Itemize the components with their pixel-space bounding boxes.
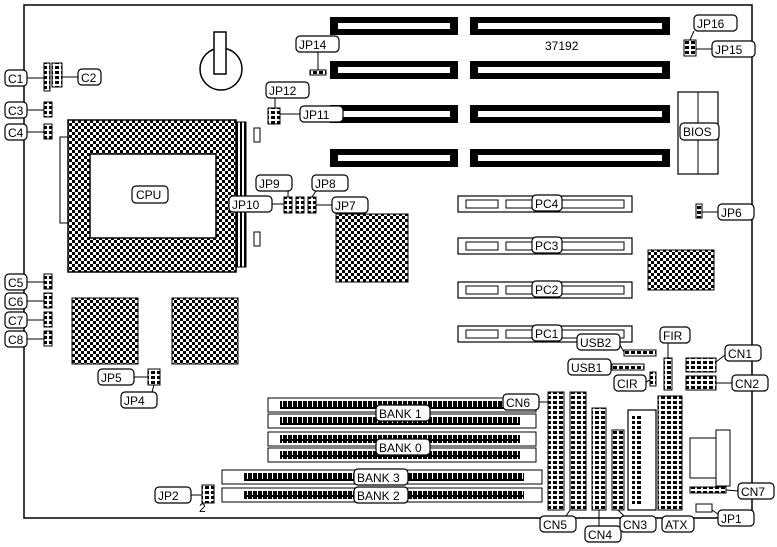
drive-connectors [547, 391, 625, 511]
pc4-label: PC4 [535, 197, 559, 211]
jp16-box [693, 14, 738, 32]
cir-label: CIR [617, 377, 638, 391]
jp4-box [120, 391, 158, 409]
bank2-box [353, 486, 409, 504]
cn2-label: CN2 [735, 377, 759, 391]
jp7-label: JP7 [335, 199, 356, 213]
c3-label: C3 [8, 104, 24, 118]
atx-box [661, 515, 695, 533]
jp12-label: JP12 [269, 84, 297, 98]
jp2-label: JP2 [158, 489, 179, 503]
chipset [71, 213, 715, 365]
jp4-label: JP4 [124, 394, 145, 408]
jp15-label: JP15 [715, 43, 743, 57]
bank3-label: BANK 3 [357, 471, 400, 485]
jumpers [147, 39, 727, 513]
cpu-label-box [131, 185, 169, 204]
pc1-box [531, 324, 563, 342]
usb2-box [576, 333, 621, 351]
bios-label: BIOS [683, 125, 712, 139]
usb-ir-headers [611, 349, 717, 391]
c4-label: C4 [8, 126, 24, 140]
bank0-label: BANK 0 [379, 441, 422, 455]
left-headers [43, 62, 63, 347]
jp1-box [717, 509, 755, 527]
bank3-box [353, 468, 409, 486]
cir-box [613, 374, 647, 392]
c6-label: C6 [8, 295, 24, 309]
cn3-box [619, 515, 657, 533]
bank1-label: BANK 1 [379, 407, 422, 421]
fir-label: FIR [663, 329, 683, 343]
isa-slots [330, 17, 670, 167]
bank2-label: BANK 2 [357, 489, 400, 503]
board-id-text: 37192 [545, 39, 579, 53]
battery [199, 31, 243, 91]
jp16-label: JP16 [697, 17, 725, 31]
cn5-box [539, 515, 577, 533]
bank1-box [375, 404, 431, 422]
c2-label: C2 [81, 71, 97, 85]
jp5-label: JP5 [101, 371, 122, 385]
c1-label: C1 [8, 72, 24, 86]
jp6-label: JP6 [721, 206, 742, 220]
jp11-label: JP11 [303, 108, 330, 122]
c8-label: C8 [8, 333, 24, 347]
jp1-label: JP1 [721, 512, 742, 526]
usb1-label: USB1 [571, 361, 603, 375]
pc2-label: PC2 [535, 283, 559, 297]
usb2-label: USB2 [580, 336, 612, 350]
jp12-box [265, 81, 310, 99]
cn6-label: CN6 [506, 396, 530, 410]
cpu-label: CPU [136, 188, 161, 202]
bank0-box [375, 438, 431, 456]
pc3-box [531, 236, 563, 254]
jp8-label: JP8 [315, 177, 336, 191]
cn3-label: CN3 [623, 518, 647, 532]
cn1-box [724, 344, 762, 362]
jp8-box [311, 174, 349, 192]
jp9-box [255, 174, 293, 192]
cn5-label: CN5 [543, 518, 567, 532]
cn1-label: CN1 [728, 347, 752, 361]
bios-box [679, 122, 720, 141]
jp14-label: JP14 [299, 38, 327, 52]
jp9-label: JP9 [259, 177, 280, 191]
fir-box [659, 326, 691, 344]
pc4-box [531, 194, 563, 212]
cn7-label: CN7 [741, 485, 765, 499]
atx-power-connector [627, 395, 731, 511]
atx-label: ATX [665, 518, 687, 532]
c7-label: C7 [8, 314, 24, 328]
cn4-label: CN4 [588, 528, 612, 542]
c5-label: C5 [8, 276, 24, 290]
pc1-label: PC1 [535, 327, 559, 341]
pc3-label: PC3 [535, 239, 559, 253]
cn4-box [584, 525, 622, 543]
jp10-label: JP10 [232, 198, 260, 212]
pc2-box [531, 280, 563, 298]
jp2-pin-label: 2 [199, 501, 206, 515]
